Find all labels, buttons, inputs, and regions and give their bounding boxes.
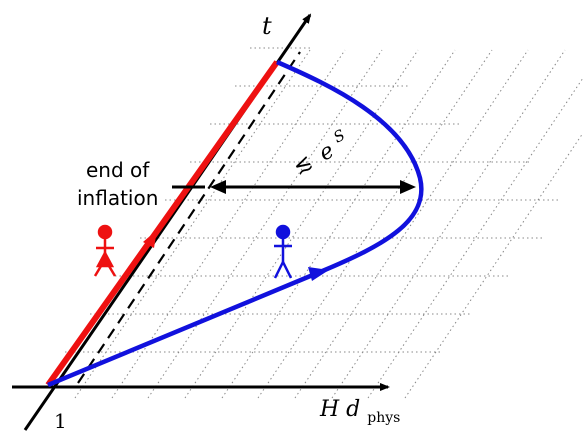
distance-label: ≲ e S [287, 126, 354, 181]
lesssim-symbol: ≲ [289, 150, 317, 181]
female-stick-figure-icon [93, 224, 117, 277]
blue-worldline-arrow [308, 267, 329, 281]
space-axis-label-subscript: phys [367, 410, 400, 426]
end-of-inflation-line1: end of [86, 158, 150, 182]
distance-exponent: S [330, 126, 348, 147]
red-worldline-arrow [143, 230, 157, 248]
origin-tick-label: 1 [54, 409, 67, 433]
end-of-inflation-line2: inflation [77, 186, 158, 210]
grid-slanted-lines [74, 49, 583, 399]
distance-double-arrow [210, 180, 416, 194]
red-worldline [45, 60, 280, 387]
space-axis-label: H d phys [319, 397, 400, 426]
t-axis-label: t [262, 12, 272, 40]
dashed-horizon-line [77, 51, 301, 384]
blue-worldline [47, 59, 424, 388]
svg-text:≲ e S: ≲ e S [287, 126, 354, 181]
male-stick-figure-icon [273, 224, 293, 279]
